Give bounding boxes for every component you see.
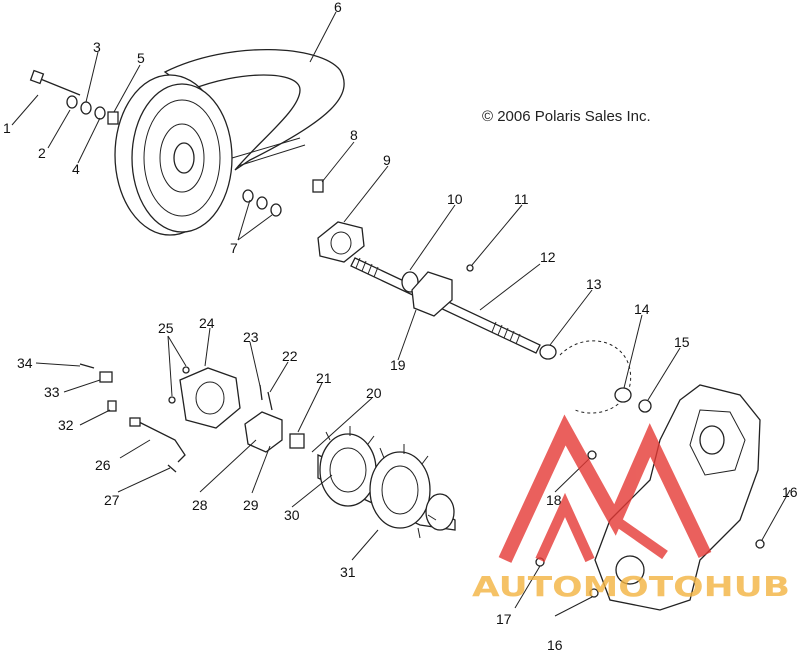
callout-33: 33 [44,384,60,400]
nut-part [755,539,765,549]
spacer-part [107,111,119,125]
gear-shaft-assembly [317,426,456,539]
callout-23: 23 [243,329,259,345]
callout-28: 28 [192,497,208,513]
callout-4: 4 [72,161,80,177]
gasket-part [244,411,283,453]
washer-part [94,106,106,120]
callout-1: 1 [3,120,11,136]
sprocket-part [369,451,431,529]
copyright-text: © 2006 Polaris Sales Inc. [482,108,651,125]
callout-30: 30 [284,507,300,523]
callout-32: 32 [58,417,74,433]
callout-12: 12 [540,249,556,265]
callout-9: 9 [383,152,391,168]
callout-5: 5 [137,50,145,66]
callout-18: 18 [546,492,562,508]
bearing-housing [179,367,241,429]
callout-25: 25 [158,320,174,336]
callout-7: 7 [230,240,238,256]
jackshaft-part [312,179,557,360]
sprocket-part [319,433,377,507]
callout-6: 6 [334,0,342,15]
callout-34: 34 [17,355,33,371]
watermark-text: AUTOMOTOHUB [472,570,790,603]
drive-belt [163,48,345,171]
callout-20: 20 [366,385,382,401]
bearing-plate [411,271,453,317]
callout-21: 21 [316,370,332,386]
callout-29: 29 [243,497,259,513]
callout-13: 13 [586,276,602,292]
bushing-part [312,179,324,193]
small-gear [289,433,305,449]
callout-3: 3 [93,39,101,55]
seal-part [614,387,632,403]
callout-labels: 1 2 3 4 5 6 7 8 9 10 11 12 13 14 15 16 1… [3,0,798,650]
washer-part [80,101,92,115]
callout-19: 19 [390,357,406,373]
watermark-logo: AUTOMOTOHUB [472,414,790,603]
callout-16-right: 16 [782,484,798,500]
callout-27: 27 [104,492,120,508]
callout-10: 10 [447,191,463,207]
bolt-part [587,450,597,460]
leader-lines [11,11,791,617]
bearing-flange [317,221,365,263]
callout-11: 11 [514,191,529,207]
callout-24: 24 [199,315,215,331]
clutch-hub [173,142,195,174]
callout-2: 2 [38,145,46,161]
washer-part [66,95,78,109]
callout-22: 22 [282,348,298,364]
callout-31: 31 [340,564,356,580]
callout-15: 15 [674,334,690,350]
nut-part [589,588,599,598]
speed-sensor [134,419,186,463]
callout-8: 8 [350,127,358,143]
callout-16-bottom: 16 [547,637,563,650]
seal-part [638,399,652,413]
clip-part [107,400,117,412]
drive-clutch-part [29,48,345,236]
callout-17: 17 [496,611,512,627]
callout-26: 26 [95,457,111,473]
clip-part [99,371,113,383]
speed-sensor-assembly [79,363,305,473]
brake-disc-part [559,340,652,414]
callout-14: 14 [634,301,650,317]
o-ring-part [539,344,557,360]
bolt-part [37,77,81,96]
